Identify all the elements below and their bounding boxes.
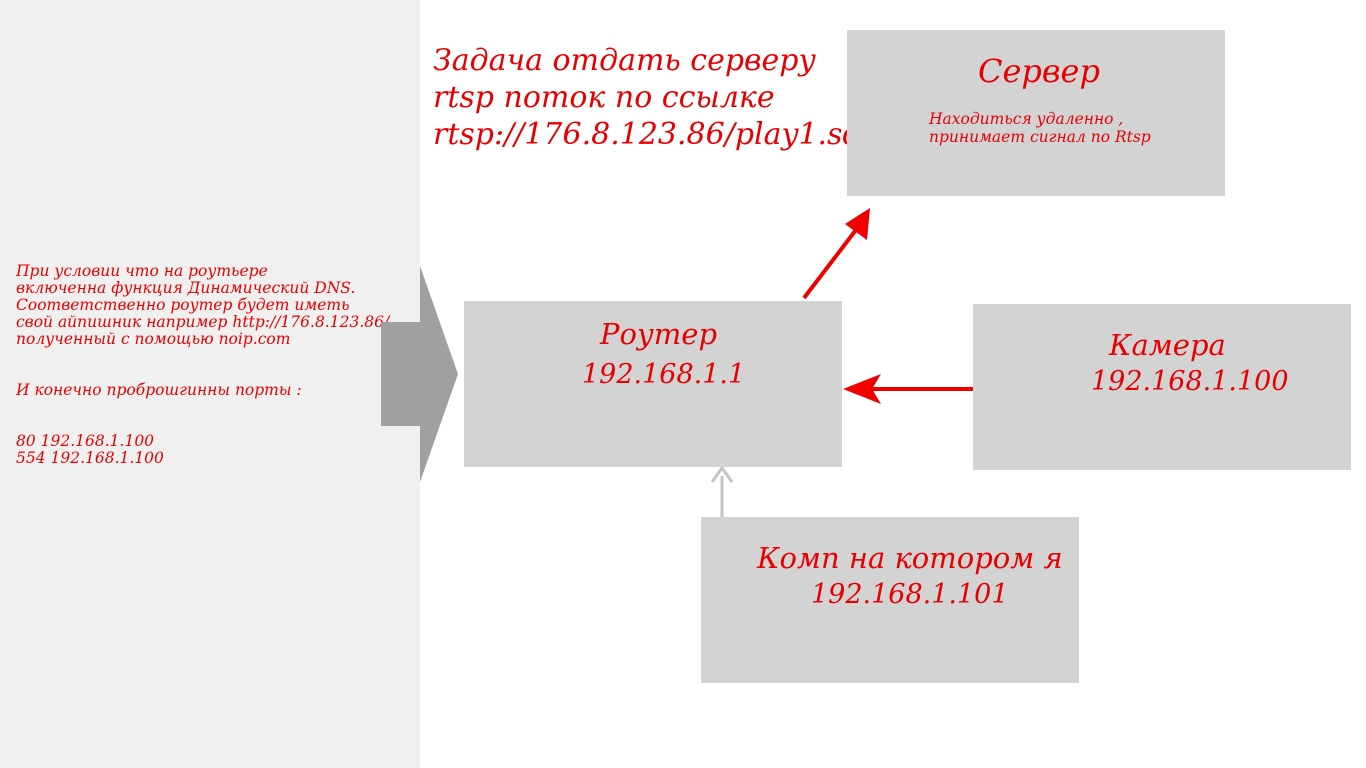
camera-to-router-arrow <box>843 374 973 404</box>
router-node: Роутер 192.168.1.1 <box>464 301 842 467</box>
side-note-ports-heading: И конечно проброшгинны порты : <box>16 381 302 399</box>
server-node: Сервер Находиться удаленно , принимает с… <box>847 30 1225 196</box>
router-to-server-arrow <box>802 208 870 300</box>
camera-title: Камера <box>1109 328 1226 362</box>
side-note: При условии что на роутьере включенна фу… <box>16 246 411 467</box>
computer-title: Комп на котором я <box>757 541 1063 575</box>
server-description: Находиться удаленно , принимает сигнал п… <box>929 110 1151 146</box>
side-note-dns-text: При условии что на роутьере включенна фу… <box>16 262 390 348</box>
computer-ip: 192.168.1.101 <box>811 579 1009 610</box>
router-ip: 192.168.1.1 <box>582 359 746 390</box>
computer-to-router-arrow <box>710 465 734 517</box>
camera-ip: 192.168.1.100 <box>1091 366 1289 397</box>
router-title: Роутер <box>600 317 718 351</box>
port-forward-80: 80 192.168.1.100 <box>16 432 155 450</box>
server-title: Сервер <box>978 52 1100 90</box>
camera-node: Камера 192.168.1.100 <box>973 304 1351 470</box>
task-description: Задача отдать серверу rtsp поток по ссыл… <box>433 43 881 152</box>
computer-node: Комп на котором я 192.168.1.101 <box>701 517 1079 683</box>
side-panel: При условии что на роутьере включенна фу… <box>0 0 420 768</box>
port-forward-554: 554 192.168.1.100 <box>16 449 164 467</box>
